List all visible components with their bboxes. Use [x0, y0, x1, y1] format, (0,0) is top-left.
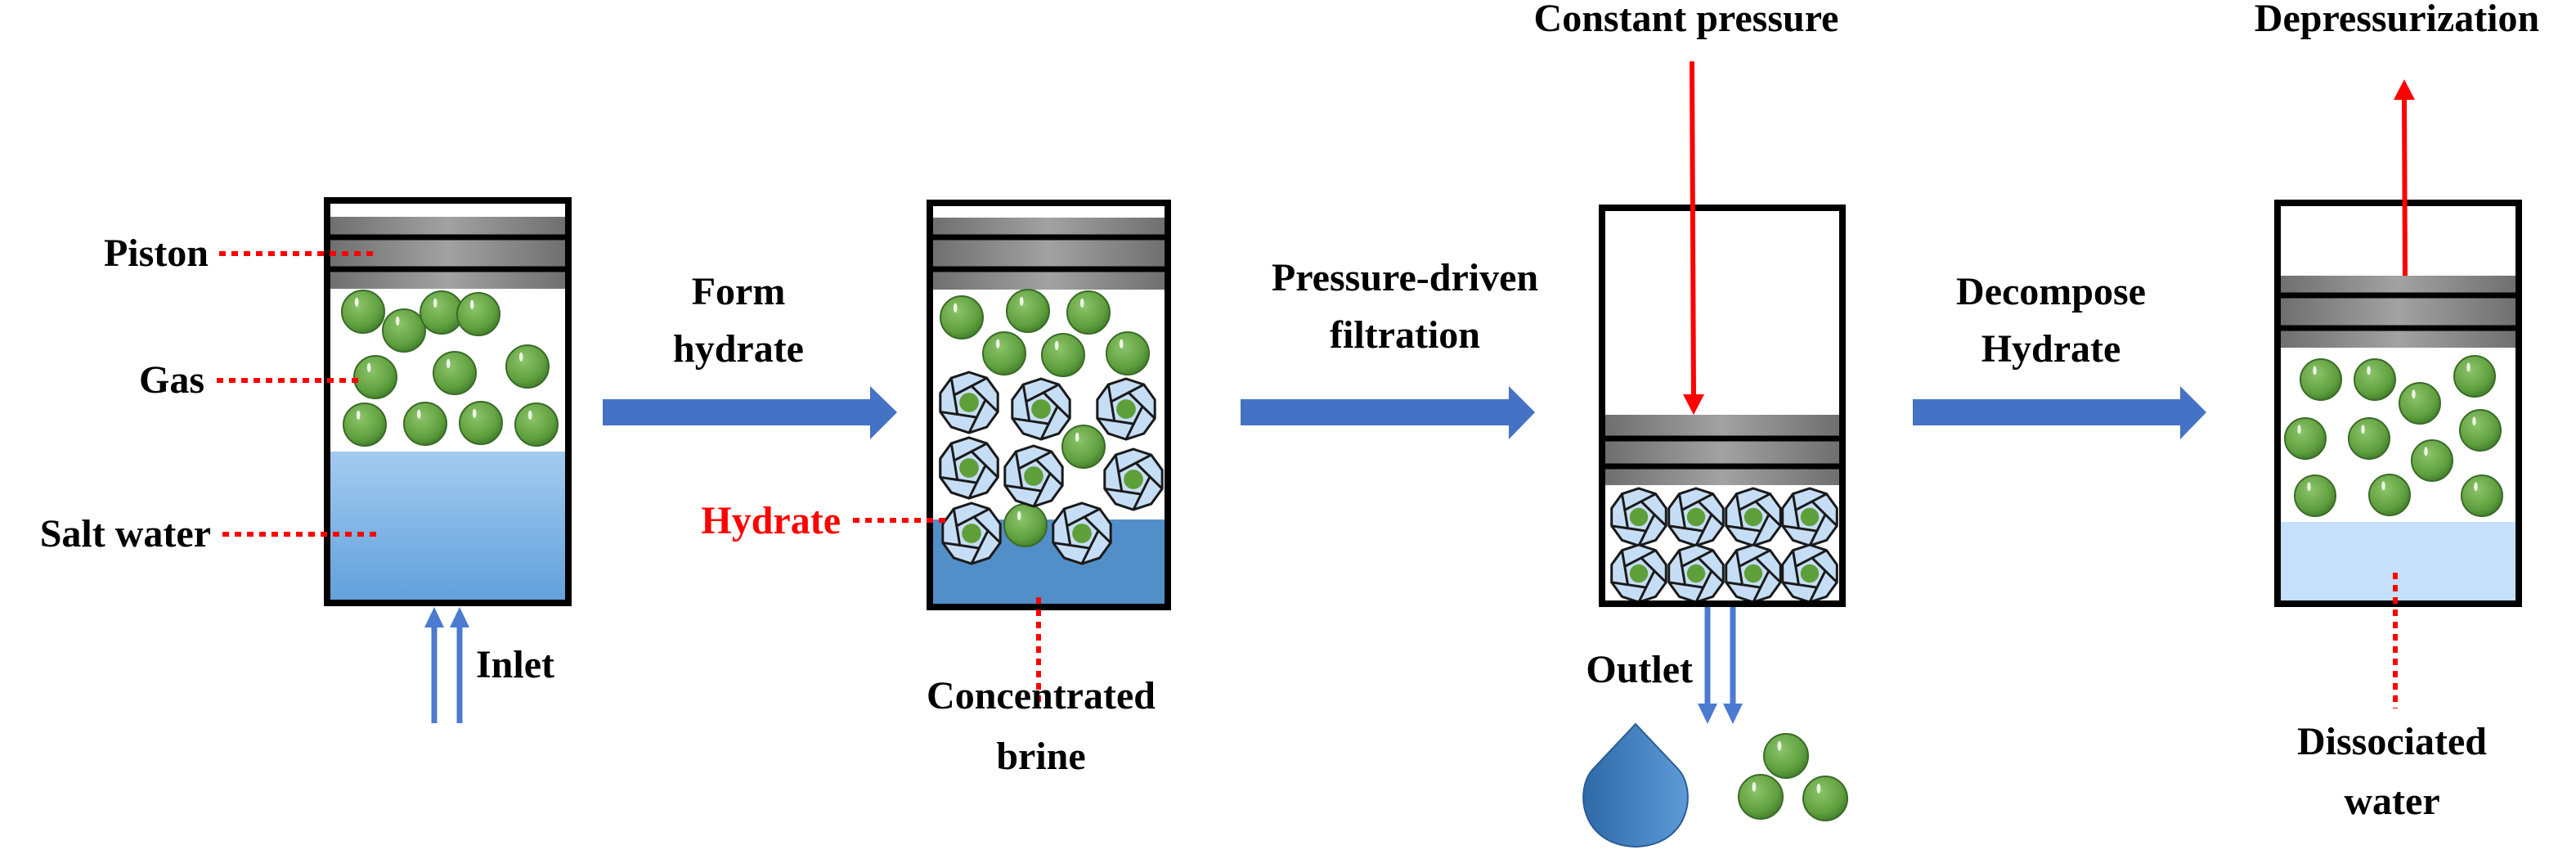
- constant-pressure-arrow: [1683, 61, 1704, 415]
- gas-molecule-icon: [982, 331, 1026, 376]
- gas-molecules: [2284, 355, 2503, 517]
- hydrate-cage-icon: [1781, 543, 1838, 604]
- gas-molecule-icon: [1763, 733, 1809, 779]
- gas-molecule-icon: [1006, 289, 1050, 333]
- gas-molecule-icon: [1738, 774, 1784, 820]
- label-hydrate: Hydrate: [701, 499, 841, 542]
- cylinder-wall: [324, 197, 572, 606]
- gas-molecule-icon: [1106, 331, 1150, 376]
- cylinder-hydrate-formed: [927, 200, 1171, 610]
- gas-molecule-icon: [403, 402, 447, 446]
- gas-molecule-icon: [1066, 290, 1111, 335]
- hydrate-cage-icon: [1725, 487, 1782, 547]
- piston: [1605, 415, 1839, 485]
- gas-molecule-icon: [1003, 503, 1048, 547]
- transition-3-line1: Decompose: [1956, 270, 2146, 313]
- cylinder-filtration: [1599, 205, 1846, 607]
- gas-molecule-icon: [2368, 474, 2411, 516]
- gas-molecule-icon: [2453, 355, 2496, 398]
- gas-molecules: [940, 289, 1150, 547]
- label-brine-line2: brine: [996, 735, 1085, 778]
- label-salt-water: Salt water: [40, 512, 211, 555]
- gas-molecule-icon: [2399, 382, 2441, 425]
- label-piston: Piston: [104, 232, 209, 275]
- hydrate-cage-icon: [939, 436, 999, 500]
- hydrate-cage-icon: [1011, 377, 1071, 441]
- transition-3-line2: Hydrate: [1981, 327, 2121, 371]
- cylinder-decomposed: [2274, 200, 2522, 607]
- hydrate-cage-icon: [1096, 377, 1156, 441]
- gas-molecule-icon: [2284, 417, 2327, 460]
- dissociated-water: [2281, 522, 2515, 600]
- hydrate-cage-icon: [941, 501, 1002, 565]
- gas-molecule-icon: [2294, 474, 2336, 517]
- label-outlet: Outlet: [1586, 648, 1693, 691]
- hydrate-cage-icon: [1610, 487, 1667, 547]
- process-arrow-3: [1913, 386, 2206, 439]
- gas-molecule-icon: [1061, 425, 1106, 469]
- label-depressurization: Depressurization: [2255, 0, 2539, 40]
- process-arrow-1: [603, 386, 897, 439]
- gas-molecule-icon: [940, 295, 984, 340]
- label-water-line2: water: [2344, 780, 2439, 823]
- cylinder-wall: [2274, 200, 2522, 607]
- label-constant-pressure: Constant pressure: [1534, 0, 1839, 40]
- gas-molecule-icon: [433, 351, 477, 395]
- piston: [330, 217, 566, 289]
- gas-molecule-icon: [343, 403, 387, 447]
- cylinder-initial: [324, 197, 572, 606]
- hydrate-cage-icon: [1725, 543, 1782, 604]
- gas-molecule-icon: [514, 403, 559, 447]
- process-arrow-2: [1241, 386, 1535, 439]
- gas-molecule-icon: [2348, 417, 2390, 460]
- gas-molecule-icon: [505, 344, 550, 389]
- gas-molecule-icon: [2300, 358, 2342, 401]
- gas-molecule-icon: [459, 401, 503, 445]
- cylinder-wall: [927, 200, 1171, 610]
- gas-molecule-icon: [456, 292, 500, 336]
- gas-molecule-icon: [353, 355, 397, 399]
- cylinder-wall: [1599, 205, 1846, 607]
- gas-molecule-icon: [382, 308, 426, 353]
- gas-molecule-icon: [2354, 358, 2396, 401]
- hydrate-cage-icon: [1781, 487, 1838, 547]
- hydrate-cages: [1610, 487, 1838, 604]
- gas-molecule-icon: [2459, 409, 2502, 452]
- inlet-arrows: [424, 607, 469, 723]
- gas-molecules: [341, 290, 559, 447]
- transition-2-line2: filtration: [1330, 313, 1480, 357]
- gas-molecule-icon: [2411, 439, 2453, 482]
- depressurization-arrow: [2394, 79, 2415, 277]
- hydrate-cage-icon: [1610, 543, 1667, 604]
- outlet-arrows: [1698, 607, 1743, 724]
- transition-1-line1: Form: [692, 270, 786, 313]
- label-gas: Gas: [139, 358, 204, 402]
- water-droplet-icon: [1582, 722, 1689, 848]
- label-inlet: Inlet: [476, 643, 554, 686]
- transition-1-line2: hydrate: [673, 327, 804, 371]
- gas-molecule-icon: [2461, 474, 2503, 517]
- gas-molecule-icon: [1041, 333, 1085, 377]
- piston: [2280, 276, 2517, 348]
- hydrate-cages: [939, 371, 1164, 565]
- hydrate-cage-icon: [1667, 487, 1725, 547]
- hydrate-cage-icon: [1667, 543, 1725, 604]
- gas-molecule-icon: [1802, 776, 1848, 821]
- hydrate-cage-icon: [1003, 444, 1064, 508]
- hydrate-cage-icon: [939, 371, 999, 434]
- gas-molecule-icon: [341, 290, 385, 334]
- piston: [932, 218, 1165, 290]
- salt-water: [330, 452, 565, 600]
- hydrate-cage-icon: [1103, 447, 1164, 511]
- outlet-gas-molecules: [1738, 733, 1848, 821]
- label-brine-line1: Concentrated: [927, 674, 1156, 717]
- hydrate-cage-icon: [1052, 501, 1112, 565]
- label-water-line1: Dissociated: [2297, 720, 2487, 763]
- transition-2-line1: Pressure-driven: [1272, 256, 1538, 299]
